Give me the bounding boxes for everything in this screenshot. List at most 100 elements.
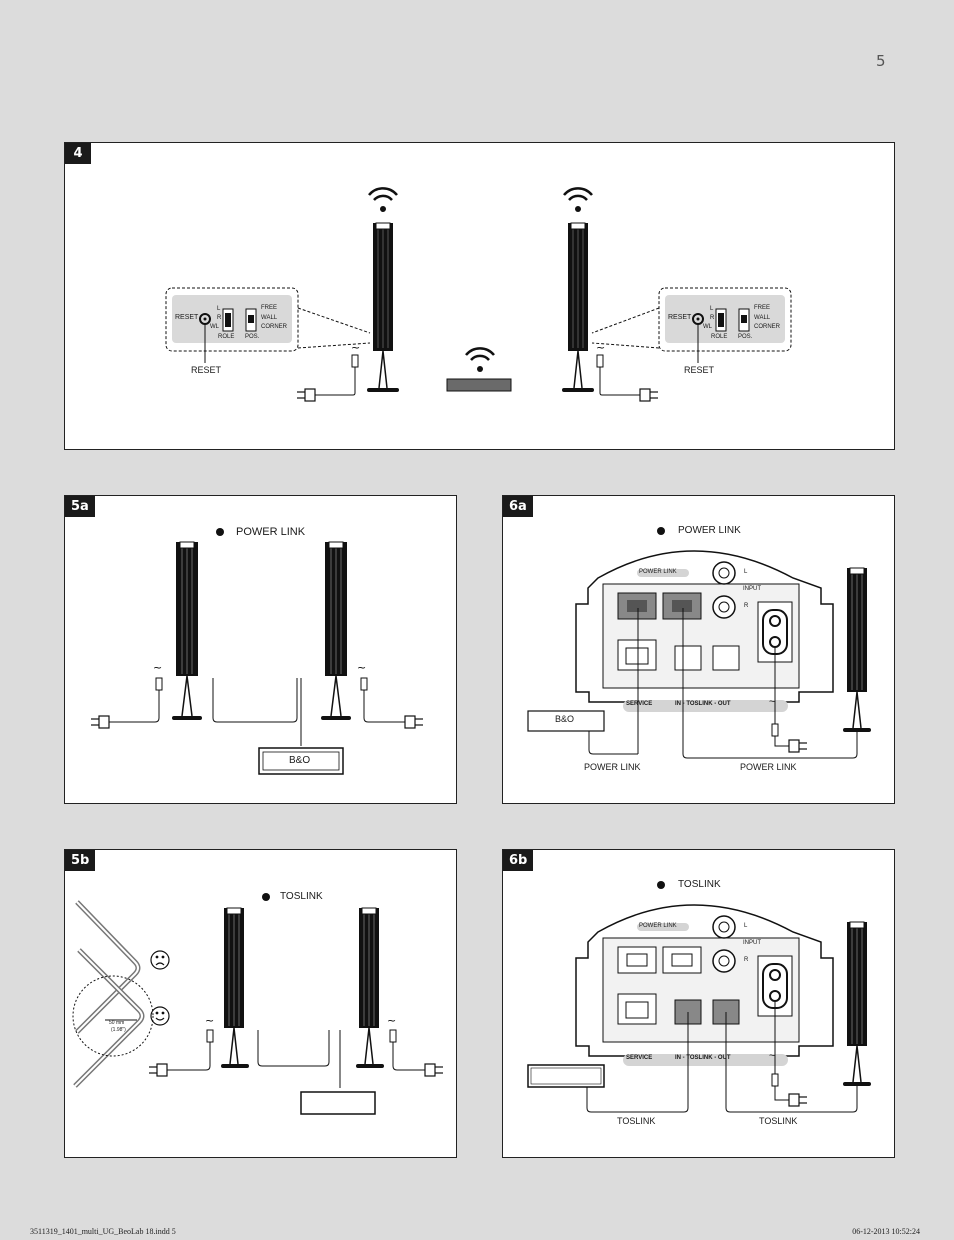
legend-dot-icon (657, 881, 665, 889)
speaker (843, 567, 871, 732)
svg-text:~: ~ (205, 1014, 214, 1027)
speaker-left (221, 907, 249, 1068)
legend-label: TOSLINK (280, 891, 323, 902)
page-number: 5 (876, 52, 886, 70)
service-label: SERVICE (626, 701, 653, 707)
reset-caption: RESET (684, 365, 715, 375)
connection-panel-illustration (527, 527, 871, 759)
power-plug-icon (297, 388, 316, 402)
wall-label: WALL (754, 315, 771, 321)
switch-wl-label: WL (703, 324, 712, 330)
speaker-right (321, 541, 351, 720)
footer-timestamp: 06-12-2013 10:52:24 (852, 1227, 920, 1236)
switch-r-label: R (217, 315, 222, 321)
toslink-io-label: IN - TOSLINK - OUT (675, 1055, 731, 1061)
toslink-setup-illustration: ~ ~ (72, 893, 443, 1115)
reset-label: RESET (175, 314, 199, 321)
pos-label: POS. (245, 334, 260, 340)
legend-dot-icon (262, 893, 270, 901)
power-plug-icon (788, 1093, 807, 1107)
legend-label: POWER LINK (678, 525, 741, 536)
cable-label-left: POWER LINK (584, 762, 641, 772)
speaker (843, 921, 871, 1086)
svg-text:~: ~ (387, 1014, 396, 1027)
legend-dot-icon (216, 528, 224, 536)
cable-label-left: TOSLINK (617, 1116, 656, 1126)
cable-label-right: POWER LINK (740, 762, 797, 772)
input-r-label: R (744, 957, 749, 963)
free-label: FREE (754, 305, 771, 311)
toslink-in-icon (674, 645, 702, 671)
input-l-label: L (744, 923, 748, 929)
wall-label: WALL (261, 315, 278, 321)
input-label: INPUT (743, 586, 761, 592)
footer-file-info: 3511319_1401_multi_UG_BeoLab 18.indd 5 (30, 1227, 176, 1236)
switch-r-label: R (710, 315, 715, 321)
panel-tag: 4 (65, 143, 91, 164)
source-box-label: B&O (555, 714, 575, 724)
legend-dot-icon (657, 527, 665, 535)
panel-tag: 5b (65, 850, 96, 871)
power-plug-icon (404, 715, 423, 729)
wifi-icon (368, 187, 398, 212)
sad-face-icon (150, 950, 170, 970)
svg-text:~: ~ (357, 661, 366, 674)
toslink-out-icon (712, 645, 740, 671)
switch-l-label: L (710, 306, 714, 312)
mains-symbol-icon: ~ (769, 696, 776, 708)
bend-distance-inch-label: (1.98") (111, 1027, 126, 1033)
wifi-icon (465, 347, 495, 372)
input-r-label: R (744, 603, 749, 609)
pos-label: POS. (738, 334, 753, 340)
power-link-jack-label: POWER LINK (639, 569, 677, 575)
power-link-jack-icon (662, 946, 702, 974)
power-plug-icon (424, 1063, 443, 1077)
service-jack-icon (617, 639, 657, 671)
wifi-icon (563, 187, 593, 212)
role-label: ROLE (711, 334, 728, 340)
panel-6b: 6b (502, 849, 895, 1158)
corner-label: CORNER (754, 324, 781, 330)
mains-symbol-icon: ~ (596, 341, 605, 354)
role-label: ROLE (218, 334, 235, 340)
power-link-jack-label: POWER LINK (639, 923, 677, 929)
power-link-setup-illustration: ~ ~ (91, 528, 423, 775)
panel-6a: 6a (502, 495, 895, 804)
service-jack-icon (617, 993, 657, 1025)
mains-symbol-icon: ~ (769, 1050, 776, 1062)
power-plug-icon (788, 739, 807, 753)
panel-tag: 6b (503, 850, 534, 871)
panel-5b: 5b (64, 849, 457, 1158)
power-plug-icon (639, 388, 658, 402)
svg-text:~: ~ (153, 661, 162, 674)
bend-distance-label: 50 mm (109, 1020, 125, 1026)
input-l-label: L (744, 569, 748, 575)
power-plug-icon (149, 1063, 168, 1077)
speaker-left (172, 541, 202, 720)
input-label: INPUT (743, 940, 761, 946)
speaker-right (356, 907, 384, 1068)
source-box-label: B&O (289, 755, 311, 766)
wireless-setup-illustration: ~ ~ (165, 187, 792, 402)
legend-label: POWER LINK (236, 526, 306, 538)
power-link-jack-icon (617, 946, 657, 974)
speaker-right (562, 222, 594, 392)
legend-label: TOSLINK (678, 879, 721, 890)
panel-tag: 5a (65, 496, 95, 517)
switch-wl-label: WL (210, 324, 219, 330)
panel-4: 4 (64, 142, 895, 450)
switch-l-label: L (217, 306, 221, 312)
connection-panel-illustration (527, 881, 871, 1113)
panel-5a: 5a ~ ~ (64, 495, 457, 804)
power-plug-icon (91, 715, 110, 729)
corner-label: CORNER (261, 324, 288, 330)
speaker-left (367, 222, 399, 392)
happy-face-icon (150, 1006, 170, 1026)
wireless-transmitter (446, 378, 512, 392)
cable-label-right: TOSLINK (759, 1116, 798, 1126)
toslink-io-label: IN - TOSLINK - OUT (675, 701, 731, 707)
service-label: SERVICE (626, 1055, 653, 1061)
free-label: FREE (261, 305, 278, 311)
mains-symbol-icon: ~ (351, 341, 360, 354)
reset-caption: RESET (191, 365, 222, 375)
